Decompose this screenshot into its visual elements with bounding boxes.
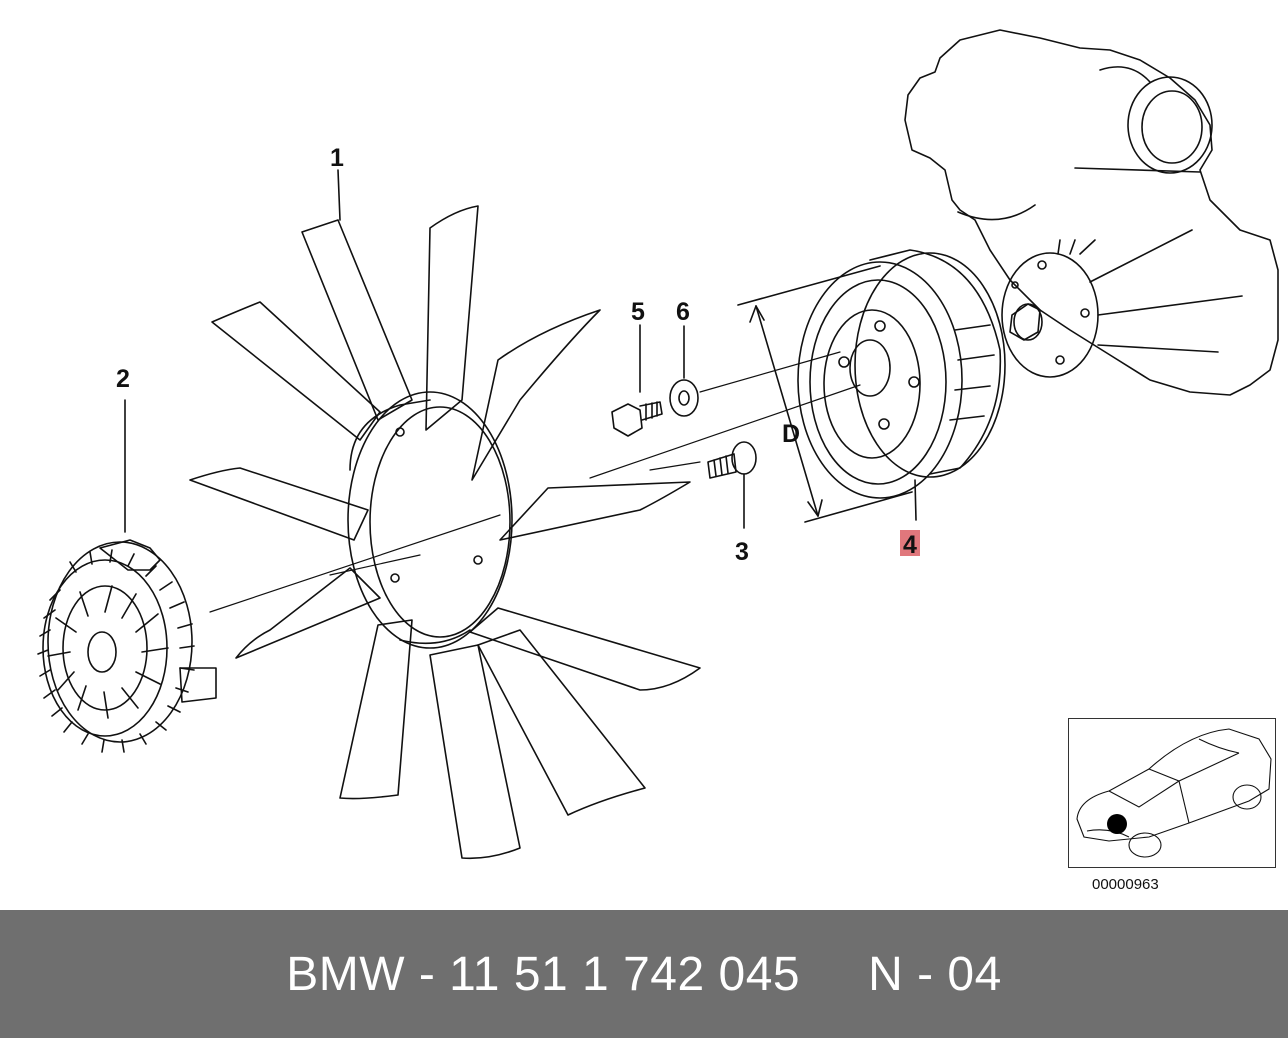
car-silhouette-icon <box>1076 728 1272 858</box>
callout-5: 5 <box>631 298 645 326</box>
dimension-d-lines <box>737 265 913 523</box>
callout-3: 3 <box>735 538 749 566</box>
reference-code: 00000963 <box>1092 876 1159 893</box>
engine-block-outline <box>904 29 1279 396</box>
assembly-axis-lines <box>209 351 861 613</box>
bolt-part-3 <box>707 441 757 529</box>
fan-part-1 <box>189 169 701 860</box>
water-pump-hub <box>1001 229 1243 378</box>
position-label: N - 04 <box>868 947 1002 1001</box>
vehicle-locator-inset <box>1068 718 1276 868</box>
callout-2: 2 <box>116 365 130 393</box>
exploded-parts-diagram: 1 2 5 6 D 3 4 <box>37 29 1279 860</box>
part-caption-bar: BMW - 11 51 1 742 045 N - 04 <box>0 910 1288 1038</box>
callout-1: 1 <box>330 144 344 172</box>
callout-4: 4 <box>903 531 917 559</box>
part-number-label: BMW - 11 51 1 742 045 <box>286 947 801 1001</box>
callout-d: D <box>782 420 800 448</box>
bolt-part-5 <box>611 324 663 437</box>
viscous-clutch-part-2 <box>37 399 217 753</box>
callout-4-highlight <box>900 530 920 556</box>
callout-6: 6 <box>676 298 690 326</box>
washer-part-6 <box>669 325 699 417</box>
pulley-part-4 <box>797 249 1006 521</box>
